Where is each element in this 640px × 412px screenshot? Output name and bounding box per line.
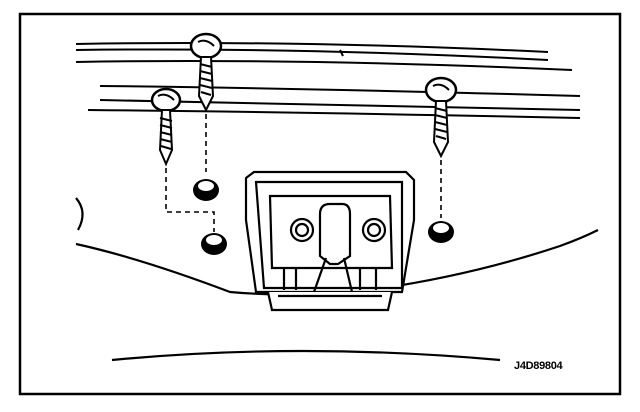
screw-right: [424, 76, 458, 159]
grommet-upper-left: [193, 179, 219, 201]
figure-frame: [18, 12, 622, 396]
grommet-right: [428, 221, 454, 243]
grommets: [193, 179, 454, 255]
screw-center: [189, 32, 223, 113]
grommet-lower-left: [201, 233, 227, 255]
latch-assembly: [244, 170, 416, 312]
figure-code: J4D89804: [514, 360, 563, 372]
screw-left: [150, 87, 182, 167]
body-panel-lines: [75, 42, 581, 119]
installation-guides: [165, 114, 442, 232]
